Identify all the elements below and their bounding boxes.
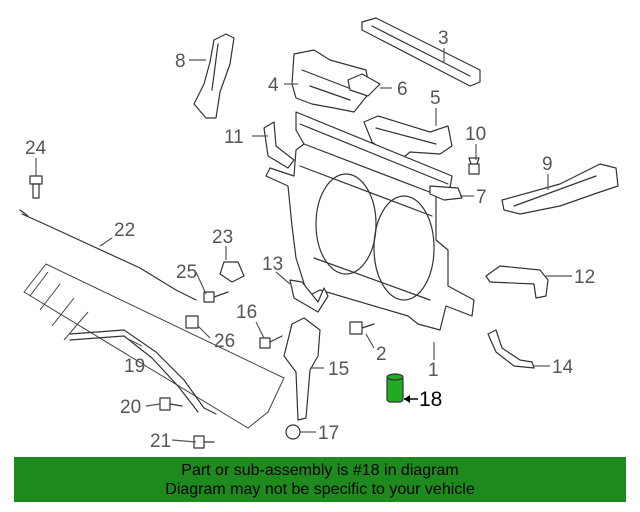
part-1-radiator-core-support [265, 111, 475, 331]
part-4-bracket [291, 49, 371, 113]
part-15-bracket [283, 317, 321, 421]
leader-lines [35, 48, 572, 443]
part-2-bolt [349, 321, 375, 335]
callout-6: 6 [397, 79, 408, 100]
part-23-bracket [219, 261, 245, 283]
callout-1: 1 [428, 360, 439, 381]
part-17-nut [285, 424, 301, 440]
part-26-nut [185, 315, 199, 329]
callout-9: 9 [542, 154, 553, 175]
callout-10: 10 [465, 124, 486, 145]
callout-26: 26 [214, 331, 235, 352]
callout-11: 11 [224, 127, 244, 148]
callout-8: 8 [175, 51, 186, 72]
callout-14: 14 [552, 357, 574, 378]
callout-17: 17 [318, 423, 339, 444]
part-9-side-member [501, 163, 619, 215]
parts-diagram: 3 8 4 6 5 10 11 9 7 24 22 23 13 25 12 16… [19, 17, 619, 452]
part-10-clip [468, 157, 480, 175]
callout-19: 19 [124, 356, 145, 377]
part-11-bracket [263, 121, 295, 169]
callout-7: 7 [476, 187, 487, 208]
callout-13: 13 [262, 254, 283, 275]
callout-4: 4 [268, 75, 279, 96]
part-20-bolt [159, 397, 183, 411]
part-12-bracket [485, 265, 549, 299]
callout-18: 18 [419, 388, 442, 411]
callout-2: 2 [376, 344, 387, 365]
part-24-bolt [29, 175, 43, 199]
callout-15: 15 [328, 359, 349, 380]
callout-5: 5 [430, 88, 441, 109]
part-16-bolt [259, 335, 283, 349]
callout-21: 21 [150, 431, 171, 452]
part-7-bracket [429, 185, 463, 201]
callout-24: 24 [25, 138, 47, 159]
part-18-highlighted [386, 373, 404, 403]
callout-16: 16 [236, 302, 257, 323]
part-25-bolt [203, 291, 229, 303]
banner-line-1: Part or sub-assembly is #18 in diagram [181, 461, 459, 479]
part-3-upper-tie-bar [361, 17, 481, 87]
callout-12: 12 [574, 267, 595, 288]
part-14-bracket [487, 329, 535, 369]
part-6-plate [347, 73, 381, 97]
callout-22: 22 [114, 220, 135, 241]
callout-23: 23 [212, 227, 233, 248]
part-13-bracket [289, 279, 329, 313]
part-21-bolt [193, 435, 215, 449]
part-22-hood-stay [19, 209, 197, 301]
banner-line-2: Diagram may not be specific to your vehi… [165, 480, 475, 498]
part-19-hood-rod [69, 329, 217, 415]
info-banner: Part or sub-assembly is #18 in diagram D… [14, 457, 626, 502]
callout-3: 3 [438, 28, 449, 49]
part-8-bracket [193, 33, 235, 119]
hood-panel [23, 263, 285, 429]
callout-20: 20 [120, 397, 141, 418]
callout-25: 25 [176, 262, 197, 283]
